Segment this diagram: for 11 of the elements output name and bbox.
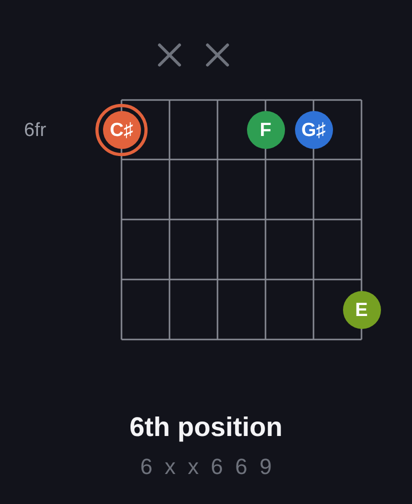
- note-dot: [246, 111, 284, 149]
- chord-title: 6th position: [130, 412, 282, 442]
- note-label: E: [355, 300, 368, 320]
- fret-number: 6fr: [24, 121, 46, 140]
- note-label: F: [260, 120, 272, 140]
- note-label: C♯: [110, 120, 134, 140]
- note-dot: [102, 111, 140, 149]
- fingering-caption: 6 x x 6 6 9: [139, 454, 275, 479]
- note-dot: [342, 291, 380, 329]
- note-label: G♯: [301, 120, 326, 140]
- note-dot: [294, 111, 332, 149]
